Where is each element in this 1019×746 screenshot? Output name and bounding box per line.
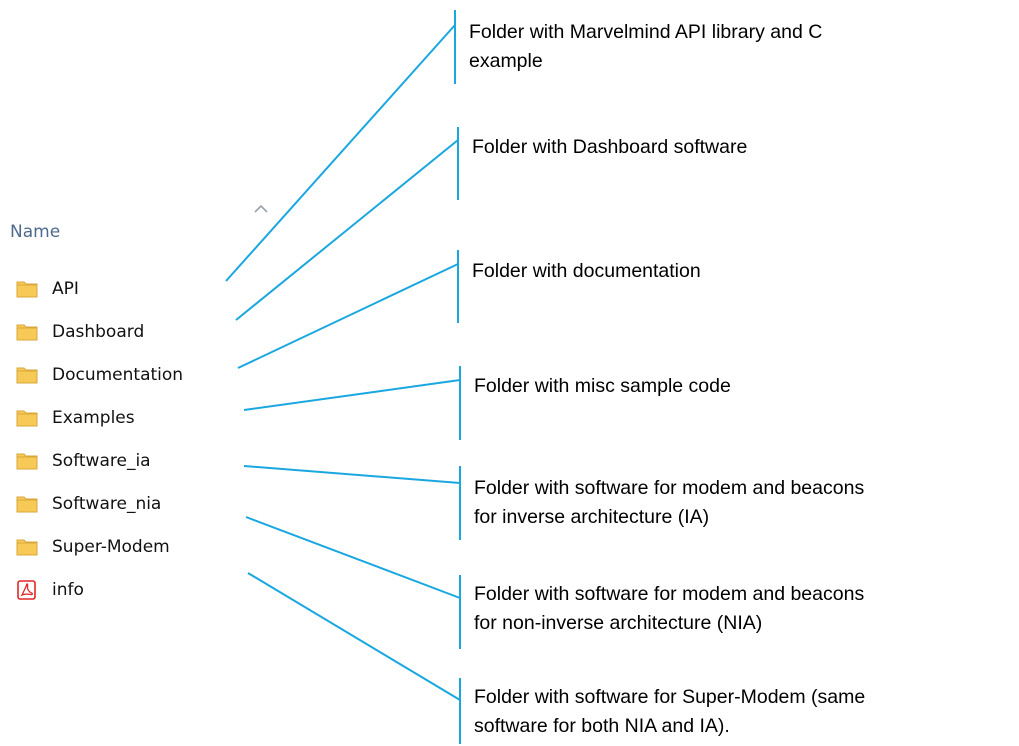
callout-line: for non-inverse architecture (NIA) [474, 612, 763, 634]
callout-super-modem: Folder with software for Super-Modem (sa… [474, 683, 1014, 741]
pdf-icon [16, 580, 38, 600]
folder-icon [16, 322, 38, 342]
callout-software-ia: Folder with software for modem and beaco… [474, 474, 1014, 532]
callout-leader [237, 263, 459, 369]
folder-icon [16, 537, 38, 557]
callout-line: Folder with documentation [472, 260, 701, 282]
file-row[interactable]: Software_nia [16, 489, 161, 519]
callout-leader [247, 572, 461, 701]
folder-icon [16, 365, 38, 385]
callout-api: Folder with Marvelmind API library and C… [469, 18, 1009, 76]
file-name: API [52, 279, 79, 299]
callout-line: Folder with Marvelmind API library and C [469, 21, 823, 43]
file-row[interactable]: info [16, 575, 84, 605]
callout-line: example [469, 50, 543, 72]
file-row[interactable]: Documentation [16, 360, 183, 390]
callout-software-nia: Folder with software for modem and beaco… [474, 580, 1014, 638]
file-name: Examples [52, 408, 135, 428]
callout-leader [225, 24, 456, 282]
file-name: info [52, 580, 84, 600]
callout-leader [245, 516, 461, 599]
callout-leader [235, 139, 459, 321]
file-row[interactable]: Dashboard [16, 317, 144, 347]
file-name: Dashboard [52, 322, 145, 342]
folder-icon [16, 494, 38, 514]
file-name: Super-Modem [52, 537, 170, 557]
file-row[interactable]: Software_ia [16, 446, 151, 476]
callout-line: Folder with software for Super-Modem (sa… [474, 686, 866, 708]
callout-line: Folder with software for modem and beaco… [474, 477, 865, 499]
callout-leader [243, 379, 461, 411]
file-name: Documentation [52, 365, 184, 385]
callout-line: software for both NIA and IA). [474, 715, 730, 737]
callout-line: Folder with software for modem and beaco… [474, 583, 865, 605]
callout-examples: Folder with misc sample code [474, 372, 1014, 401]
callout-leader [243, 465, 461, 484]
callout-line: Folder with Dashboard software [472, 136, 748, 158]
callout-documentation: Folder with documentation [472, 257, 1012, 286]
folder-icon [16, 408, 38, 428]
sort-ascending-icon[interactable] [253, 202, 269, 214]
name-column-header[interactable]: Name [10, 222, 61, 242]
callout-line: for inverse architecture (IA) [474, 506, 710, 528]
folder-icon [16, 279, 38, 299]
file-name: Software_nia [52, 494, 162, 514]
file-row[interactable]: Examples [16, 403, 135, 433]
file-row[interactable]: API [16, 274, 79, 304]
file-name: Software_ia [52, 451, 151, 471]
callout-line: Folder with misc sample code [474, 375, 731, 397]
folder-icon [16, 451, 38, 471]
callout-dashboard: Folder with Dashboard software [472, 133, 1012, 162]
file-row[interactable]: Super-Modem [16, 532, 170, 562]
